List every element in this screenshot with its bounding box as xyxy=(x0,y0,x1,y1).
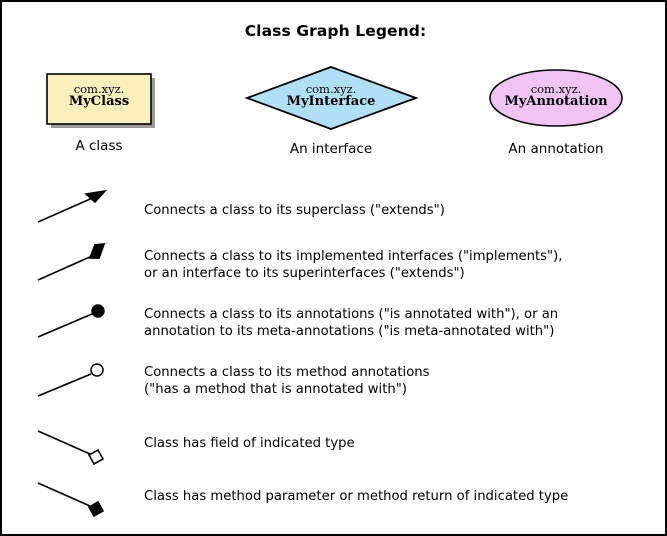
interface-diamond xyxy=(244,66,419,130)
annotation-node-caption: An annotation xyxy=(508,141,604,157)
row-3-arrow-filled-circle-arrowhead xyxy=(37,304,105,338)
row-5-description: Class has field of indicated type xyxy=(144,436,355,451)
interface-node-caption: An interface xyxy=(289,141,373,157)
row-3-description: Connects a class to its annotations ("is… xyxy=(144,307,559,339)
row-5-arrow-hollow-square-arrowhead xyxy=(37,430,105,466)
page-title: Class Graph Legend: xyxy=(244,22,427,40)
row-1-arrow-open-triangle-arrowhead xyxy=(37,189,108,223)
row-6-description: Class has method parameter or method ret… xyxy=(144,489,569,504)
class-node-caption: A class xyxy=(75,138,123,154)
row-1-description: Connects a class to its superclass ("ext… xyxy=(144,203,445,218)
row-2-description: Connects a class to its implemented inte… xyxy=(144,249,563,281)
row-2-arrow-filled-diamond-arrowhead xyxy=(37,242,106,281)
class-box xyxy=(46,73,152,125)
row-6-arrow-filled-square-arrowhead xyxy=(37,482,105,518)
row-4-description: Connects a class to its method annotatio… xyxy=(144,365,430,397)
annotation-ellipse xyxy=(489,69,623,127)
row-4-arrow-hollow-circle-arrowhead xyxy=(37,363,104,397)
